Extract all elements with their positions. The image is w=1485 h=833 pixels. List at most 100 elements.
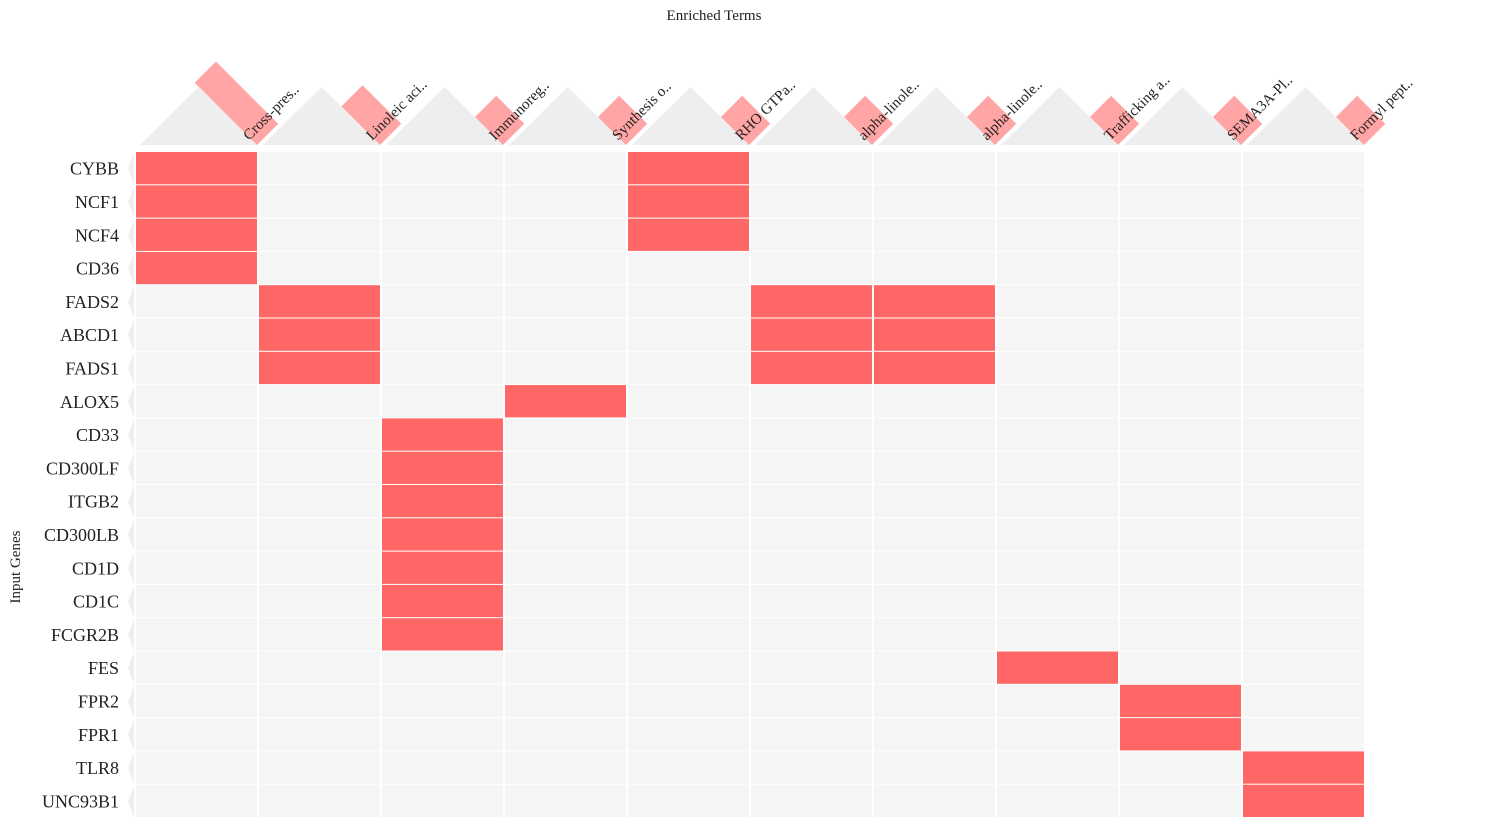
heatmap-cell-empty — [1243, 584, 1364, 618]
row-header: CD300LF — [46, 452, 134, 484]
heatmap-cell-empty — [1243, 684, 1364, 718]
heatmap-cell-empty — [259, 718, 380, 751]
heatmap-cell-empty — [997, 485, 1118, 518]
heatmap-cell-empty — [136, 518, 257, 551]
heatmap-cell-empty — [1243, 318, 1364, 351]
column-header-triangle — [632, 87, 749, 145]
heatmap-cell-empty — [1120, 385, 1241, 418]
heatmap-cell-empty — [997, 451, 1118, 484]
heatmap-cell-empty — [259, 218, 380, 251]
heatmap-cell-empty — [874, 651, 995, 684]
row-header: NCF1 — [75, 186, 134, 218]
heatmap-cell-empty — [382, 285, 503, 318]
heatmap-cell-empty — [136, 318, 257, 351]
cell-grid — [136, 152, 1364, 817]
heatmap-cell-filled — [382, 418, 503, 451]
heatmap-cell-empty — [628, 518, 749, 551]
chart-title: Enriched Terms — [667, 8, 762, 24]
heatmap-cell-empty — [136, 718, 257, 751]
heatmap-cell-empty — [751, 784, 872, 817]
heatmap-cell-empty — [382, 351, 503, 385]
heatmap-cell-empty — [1243, 618, 1364, 651]
heatmap-cell-filled — [259, 351, 380, 385]
heatmap-cell-empty — [1243, 518, 1364, 551]
heatmap-cell-empty — [382, 718, 503, 751]
column-header-bar — [720, 95, 771, 145]
row-header-triangle — [128, 186, 134, 218]
row-label: NCF1 — [75, 192, 119, 212]
row-label: CYBB — [70, 159, 119, 179]
heatmap-cell-empty — [259, 485, 380, 518]
heatmap-cell-empty — [628, 285, 749, 318]
row-label: CD300LF — [46, 458, 119, 478]
heatmap-cell-empty — [136, 351, 257, 385]
heatmap-cell-empty — [751, 651, 872, 684]
heatmap-cell-empty — [874, 518, 995, 551]
heatmap-cell-empty — [259, 518, 380, 551]
heatmap-cell-empty — [874, 718, 995, 751]
column-header-bar — [1089, 95, 1140, 145]
row-label: CD1D — [72, 558, 119, 578]
heatmap-cell-filled — [259, 285, 380, 318]
column-header-triangle — [263, 87, 380, 145]
heatmap-cell-empty — [628, 651, 749, 684]
heatmap-cell-filled — [628, 152, 749, 185]
row-header: CD33 — [76, 419, 134, 451]
heatmap-cell-empty — [505, 751, 626, 784]
heatmap-cell-empty — [136, 684, 257, 718]
heatmap-cell-empty — [1243, 651, 1364, 684]
row-header: UNC93B1 — [42, 785, 134, 817]
heatmap-cell-empty — [997, 618, 1118, 651]
heatmap-cell-empty — [136, 385, 257, 418]
heatmap-cell-empty — [997, 584, 1118, 618]
heatmap-cell-empty — [874, 385, 995, 418]
heatmap-cell-empty — [1243, 451, 1364, 484]
heatmap-cell-filled — [136, 152, 257, 185]
heatmap-cell-empty — [751, 684, 872, 718]
heatmap-cell-empty — [136, 485, 257, 518]
row-header-triangle — [128, 386, 134, 418]
row-header: ALOX5 — [60, 386, 134, 418]
heatmap-cell-filled — [874, 318, 995, 351]
heatmap-cell-empty — [997, 351, 1118, 385]
heatmap-cell-empty — [505, 518, 626, 551]
heatmap-cell-empty — [382, 218, 503, 251]
row-header-triangle — [128, 652, 134, 684]
heatmap-cell-empty — [259, 418, 380, 451]
row-header-triangle — [128, 319, 134, 351]
heatmap-cell-empty — [136, 751, 257, 784]
heatmap-cell-empty — [628, 451, 749, 484]
heatmap-cell-filled — [1120, 718, 1241, 751]
heatmap-cell-empty — [751, 218, 872, 251]
heatmap-cell-empty — [505, 684, 626, 718]
heatmap-cell-empty — [997, 718, 1118, 751]
row-header-triangle — [128, 519, 134, 551]
heatmap-cell-filled — [136, 251, 257, 285]
row-header-triangle — [128, 486, 134, 518]
heatmap-cell-empty — [751, 551, 872, 584]
heatmap-cell-empty — [628, 618, 749, 651]
row-header: NCF4 — [75, 219, 134, 251]
heatmap-cell-empty — [505, 152, 626, 185]
heatmap-cell-empty — [628, 351, 749, 385]
heatmap-cell-empty — [874, 451, 995, 484]
heatmap-cell-empty — [997, 551, 1118, 584]
heatmap-cell-filled — [874, 351, 995, 385]
heatmap-cell-empty — [997, 418, 1118, 451]
heatmap-cell-empty — [382, 751, 503, 784]
row-header-triangle — [128, 752, 134, 784]
heatmap-cell-filled — [136, 185, 257, 218]
heatmap-cell-empty — [1120, 751, 1241, 784]
heatmap-cell-filled — [505, 385, 626, 418]
column-header-bar — [1335, 95, 1386, 145]
heatmap-cell-empty — [259, 251, 380, 285]
heatmap-cell-empty — [1120, 318, 1241, 351]
heatmap-cell-empty — [1120, 251, 1241, 285]
row-header-triangle — [128, 585, 134, 618]
heatmap-cell-empty — [505, 618, 626, 651]
heatmap-cell-empty — [259, 451, 380, 484]
heatmap-cell-empty — [382, 651, 503, 684]
heatmap-cell-empty — [136, 584, 257, 618]
row-label: TLR8 — [76, 758, 119, 778]
